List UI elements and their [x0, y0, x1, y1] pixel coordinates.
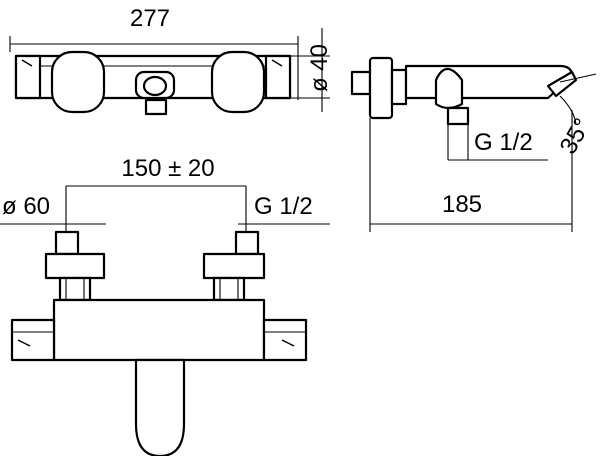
side-handle — [434, 67, 464, 110]
side-view: G 1/2 35° 185 — [350, 56, 597, 232]
front-right-eccentric — [234, 230, 260, 256]
label-thread-front: G 1/2 — [254, 193, 313, 220]
top-right-cap — [264, 54, 292, 100]
front-left-eccentric — [54, 230, 80, 256]
dim-height: ø 40 — [290, 28, 333, 112]
side-outlet — [446, 106, 470, 126]
side-wall-plate — [368, 56, 394, 120]
front-right-cap — [262, 318, 308, 362]
dim-depth: 185 — [369, 110, 573, 232]
front-left-nut — [58, 276, 92, 302]
label-thread-side: G 1/2 — [474, 129, 533, 156]
label-height: ø 40 — [306, 44, 333, 92]
top-left-handle — [50, 50, 106, 114]
front-view: 150 ± 20 ø 60 G 1/2 — [0, 155, 330, 456]
side-inlet — [350, 70, 372, 96]
top-left-cap — [14, 54, 42, 100]
front-right-nut — [212, 276, 246, 302]
top-outlet-ring — [142, 75, 168, 97]
label-diameter: ø 60 — [2, 193, 50, 220]
top-view: 277 ø 40 — [9, 5, 333, 116]
label-depth: 185 — [442, 191, 482, 218]
top-right-handle — [210, 50, 266, 114]
front-body — [52, 298, 266, 362]
label-spout-angle: 35° — [555, 114, 597, 159]
dim-centers: 150 ± 20 — [65, 155, 247, 232]
side-body — [404, 64, 574, 100]
side-spout-tip — [546, 70, 578, 98]
side-coupling — [390, 68, 408, 106]
top-outlet-nozzle — [144, 98, 168, 116]
front-spout — [134, 358, 186, 456]
front-right-flange — [202, 252, 266, 280]
label-total-width: 277 — [130, 5, 170, 32]
label-centers: 150 ± 20 — [121, 155, 214, 182]
front-left-flange — [44, 252, 106, 280]
dim-total-width: 277 — [9, 5, 299, 100]
